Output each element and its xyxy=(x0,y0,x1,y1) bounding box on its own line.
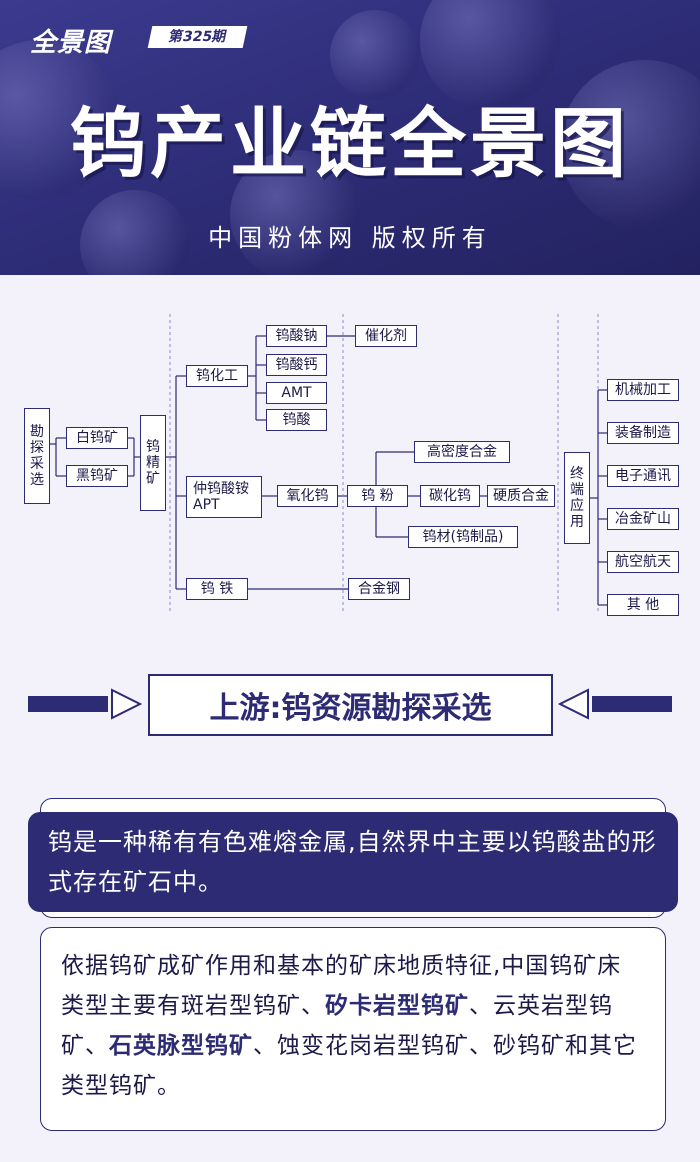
node-amt: AMT xyxy=(266,382,327,404)
node-end-use: 终端应用 xyxy=(564,452,590,544)
vertical-char: 应 xyxy=(570,498,584,514)
node-app-electronics: 电子通讯 xyxy=(607,465,679,487)
decor-disc xyxy=(230,150,360,275)
vertical-char: 采 xyxy=(30,456,44,472)
arrow-right-icon xyxy=(111,688,142,720)
node-tungsten-carbide: 碳化钨 xyxy=(420,485,480,507)
intro-panel: 钨是一种稀有有色难熔金属,自然界中主要以钨酸盐的形式存在矿石中。 xyxy=(28,812,678,912)
highlight-skarn: 矽卡岩型钨矿 xyxy=(325,993,469,1019)
node-alloy-steel: 合金钢 xyxy=(348,578,410,600)
decor-disc xyxy=(560,60,700,230)
node-tungsten-powder: 钨 粉 xyxy=(347,485,408,507)
section-banner: 上游:钨资源勘探采选 xyxy=(148,674,553,736)
vertical-char: 探 xyxy=(30,439,44,456)
copyright: 中国粉体网 版权所有 xyxy=(208,224,492,252)
node-ferro-tungsten: 钨 铁 xyxy=(186,578,248,600)
node-apt-line1: 仲钨酸铵 xyxy=(193,480,249,497)
node-app-aerospace: 航空航天 xyxy=(607,551,679,573)
node-chemical: 钨化工 xyxy=(186,365,248,387)
node-hard-alloy: 硬质合金 xyxy=(487,485,555,507)
header: 全景图 第325期 钨产业链全景图 中国粉体网 版权所有 xyxy=(0,0,700,275)
body-text-1: 依据钨矿成矿作用和基本的矿床地质特征,中国钨矿床类型主要有斑岩型钨矿、 xyxy=(61,953,622,1019)
node-app-other: 其 他 xyxy=(607,594,679,616)
node-catalyst: 催化剂 xyxy=(355,325,417,347)
vertical-char: 勘 xyxy=(30,423,44,440)
node-high-density-alloy: 高密度合金 xyxy=(414,441,510,463)
connector-lines xyxy=(50,314,607,612)
page-title: 钨产业链全景图 xyxy=(70,99,630,188)
decor-disc xyxy=(420,0,560,110)
node-sodium-tungstate: 钨酸钠 xyxy=(266,325,327,347)
body-text-3: 、蚀变花岗岩型钨矿、砂钨矿和其它类型钨矿。 xyxy=(61,1033,637,1099)
node-black-ore: 黑钨矿 xyxy=(66,465,128,487)
body-text-2: 、云英岩型钨矿、 xyxy=(61,993,613,1059)
node-concentrate: 钨精矿 xyxy=(140,415,166,511)
vertical-char: 钨 xyxy=(146,438,160,455)
node-white-ore: 白钨矿 xyxy=(66,427,128,449)
vertical-char: 终 xyxy=(570,465,584,482)
node-explore: 勘探采选 xyxy=(24,408,50,504)
deposit-types-panel: 依据钨矿成矿作用和基本的矿床地质特征,中国钨矿床类型主要有斑岩型钨矿、矽卡岩型钨… xyxy=(40,927,666,1131)
arrow-left-icon xyxy=(558,688,589,720)
decor-disc xyxy=(80,190,190,275)
node-app-equipment: 装备制造 xyxy=(607,422,679,444)
node-app-metallurgy: 冶金矿山 xyxy=(607,508,679,530)
highlight-quartz-vein: 石英脉型钨矿 xyxy=(109,1033,253,1059)
node-calcium-tungstate: 钨酸钙 xyxy=(266,354,327,376)
node-apt: 仲钨酸铵 APT xyxy=(186,476,262,518)
node-tungsten-material: 钨材(钨制品) xyxy=(408,526,518,548)
section-banner-title: 上游:钨资源勘探采选 xyxy=(209,691,492,726)
node-apt-line2: APT xyxy=(193,497,220,513)
banner-bar-left xyxy=(28,696,108,712)
vertical-char: 用 xyxy=(570,514,584,531)
vertical-char: 精 xyxy=(146,454,160,471)
logo: 全景图 xyxy=(30,28,112,58)
vertical-char: 选 xyxy=(30,472,44,489)
decor-disc xyxy=(330,10,420,100)
node-tungstic-acid: 钨酸 xyxy=(266,409,327,431)
node-app-machining: 机械加工 xyxy=(607,379,679,401)
issue-badge: 第325期 xyxy=(147,26,248,48)
vertical-char: 矿 xyxy=(146,471,160,488)
vertical-char: 端 xyxy=(570,481,584,498)
node-tungsten-oxide: 氧化钨 xyxy=(277,485,338,507)
industry-chain-diagram: 勘探采选 白钨矿 黑钨矿 钨精矿 钨化工 钨酸钠 钨酸钙 AMT 钨酸 催化剂 … xyxy=(0,300,700,630)
banner-bar-right xyxy=(592,696,672,712)
